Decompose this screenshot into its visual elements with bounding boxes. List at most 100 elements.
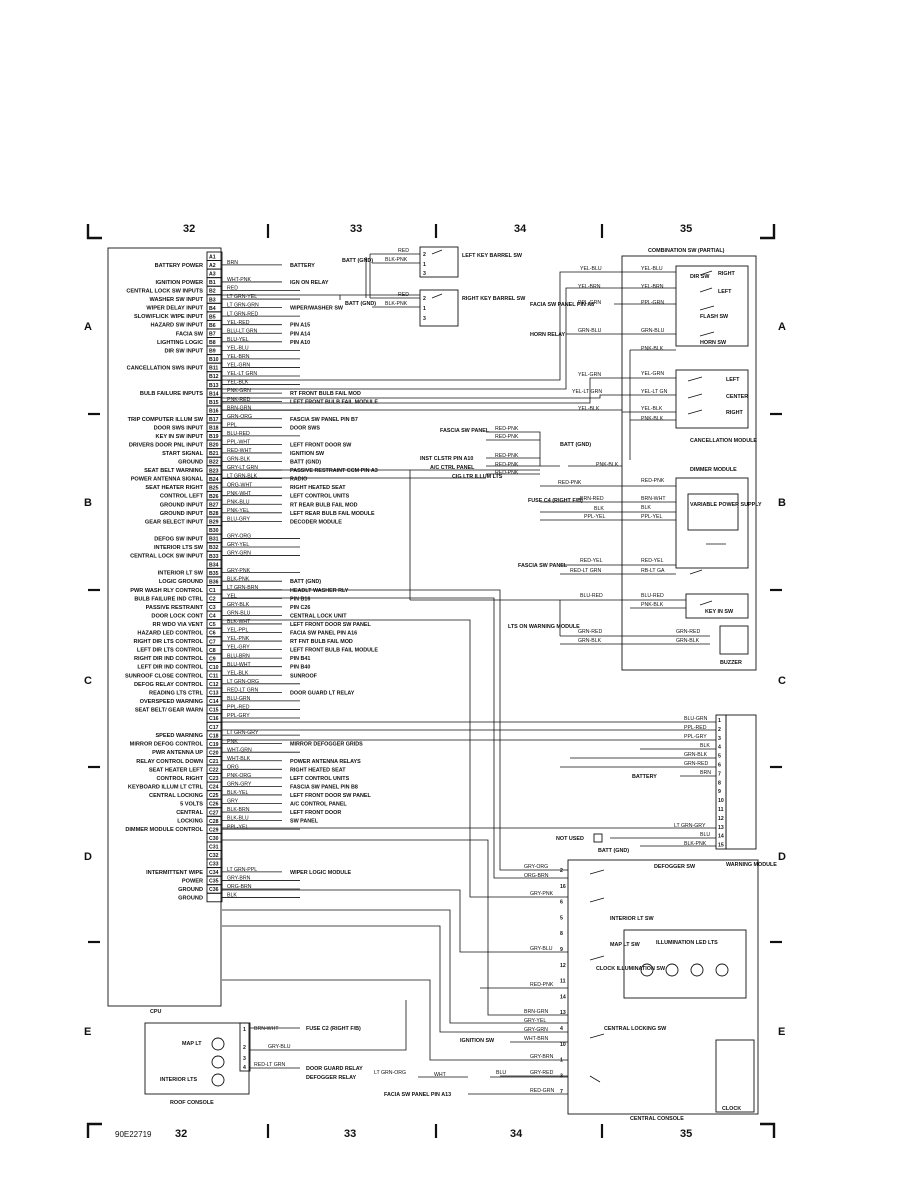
cpu-pin-id-b13: B13 [209,383,219,389]
warning-module-pin-7: 7 [718,771,721,777]
cpu-pin-func-c13: READING LTS CTRL [149,690,204,696]
cpu-pin-func-b8: LIGHTING LOGIC [157,340,203,346]
map-lt-label: MAP LT [182,1041,202,1047]
dim-inner-red-yel: RED-YEL [641,558,664,564]
illum-led-label: ILLUMINATION LED LTS [656,940,718,946]
warn-wire-blk-pnk: BLK-PNK [684,841,707,847]
dim-wire-blk: BLK [594,506,604,512]
cpu-pin-func-c23: CONTROL RIGHT [156,776,203,782]
combination-switch-title: COMBINATION SW (PARTIAL) [648,248,725,254]
warn-wire-blu-grn: BLU-GRN [684,716,708,722]
cpu-pin-dest-b26: LEFT CONTROL UNITS [290,494,350,500]
cpu-pin-id-b25: B25 [209,485,219,491]
cpu-pin-func-b1: IGNITION POWER [155,280,203,286]
cpu-pin-id-b4: B4 [209,306,216,312]
cpu-pin-id-c1: C1 [209,588,216,594]
cpu-pin-id-b33: B33 [209,554,219,560]
flash-sw-label: FLASH SW [700,314,729,320]
cpu-pin-dest-c5: LEFT FRONT DOOR SW PANEL [290,622,371,628]
cpu-pin-dest-b24: RADIO [290,477,307,483]
clock-illum-sw-label: CLOCK ILLUMINATION SW [596,966,666,972]
cpu-pin-func-c5: RR WDO VIA VENT [153,622,204,628]
horn-sw-label: HORN SW [700,340,727,346]
comb-inner-yel-brn: YEL-BRN [641,284,664,290]
cpu-pin-func-c18: SPEED WARNING [155,733,203,739]
comb-wire-yel-brn: YEL-BRN [578,284,601,290]
cpu-wire-color-c7: YEL-PNK [227,636,250,642]
roof-wire-wht: WHT [434,1072,447,1078]
warning-module-pin-2: 2 [718,727,721,733]
cpu-wire-color-b15: PNK-RED [227,397,251,403]
cpu-pin-id-c33: C33 [209,862,219,868]
map-lt-lamp-1 [211,1037,225,1051]
cpu-pin-id-c17: C17 [209,725,219,731]
cpu-pin-dest-b6: PIN A15 [290,323,310,329]
cpu-pin-func-c20: PWR ANTENNA UP [152,750,203,756]
comb-inner-yel-blu: YEL-BLU [641,266,663,272]
dim-inner-red-pnk: RED-PNK [641,478,665,484]
cpu-pin-dest-b8: PIN A10 [290,340,310,346]
cc-wire-red-grn: RED-GRN [530,1088,554,1094]
cpu-wire-color-c1: LT GRN-BRN [227,585,258,591]
cpu-pin-id-c27: C27 [209,810,219,816]
cpu-pin-id-b29: B29 [209,520,219,526]
cc-wire-gry-brn: GRY-BRN [530,1054,554,1060]
cpu-wire-color-b8: BLU-YEL [227,337,249,343]
facia-sw-panel-a8: FACIA SW PANEL PIN A8 [530,302,594,308]
cpu-pin-id-c31: C31 [209,844,219,850]
cpu-pin-dest-b4: WIPER/WASHER SW [290,306,344,312]
cpu-pin-dest-b23: PASSIVE RESTRAINT CCM PIN A3 [290,468,378,474]
dimmer-batt-gnd: BATT (GND) [560,442,591,448]
cpu-wire-color-b19: BLU-RED [227,431,250,437]
cc-wire-org-brn: ORG-BRN [524,873,549,879]
right-label: RIGHT [718,271,735,277]
cpu-pin-func-b3: WASHER SW INPUT [150,297,204,303]
cpu-wire-color-c10: BLU-WHT [227,662,251,668]
cpu-pin-dest-b29: DECODER MODULE [290,519,342,525]
cpu-wire-color-b27: PNK-BLU [227,499,250,505]
left-barrel-wire-blk-pnk: BLK-PNK [385,257,408,263]
cpu-pin-id-a3: A3 [209,272,216,278]
key-in-sw-box [685,593,749,619]
cpu-wire-color-c6: YEL-PPL [227,628,248,634]
cpu-wire-color-b10: YEL-BRN [227,354,250,360]
left-barrel-pin-3: 3 [423,271,426,277]
cpu-pin-id-b19: B19 [209,434,219,440]
central-console-pin-14: 14 [560,994,566,1000]
cpu-pin-id-b21: B21 [209,451,219,457]
cpu-wire-color-b13: YEL-BLK [227,380,249,386]
cpu-wire-color-c12: LT GRN-ORG [227,679,259,685]
cpu-pin-id-b12: B12 [209,374,219,380]
cpu-wire-color-c27: BLK-BRN [227,807,250,813]
row-label-right-e: E [778,1026,785,1038]
cpu-pin-func-b4: WIPER DELAY INPUT [146,306,203,312]
clock-label: CLOCK [722,1106,741,1112]
central-console: CENTRAL CONSOLE CLOCK DEFOGGER SW INTERI… [222,589,759,1122]
left-key-barrel-box [419,246,459,278]
cpu-pin-dest-c19: MIRROR DEFOGGER GRIDS [290,742,363,748]
cpu-pin-func-b2: CENTRAL LOCK SW INPUTS [126,289,203,295]
cpu-pin-id-c14: C14 [209,699,219,705]
cpu-wire-color-c29: PPL-YEL [227,824,248,830]
cpu-wire-color-b26: PNK-WHT [227,491,252,497]
warning-module-pin-12: 12 [718,816,724,822]
cpu-pin-func-b23: SEAT BELT WARNING [144,468,203,474]
cpu-pin-func-c19: MIRROR DEFOG CONTROL [130,742,204,748]
central-console-box [567,859,759,1115]
right-barrel-wire-blk-pnk: BLK-PNK [385,301,408,307]
cpu-pin-dest-b36: BATT (GND) [290,579,321,585]
clock-box [715,1039,755,1113]
dim-wire-blu-red: BLU-RED [580,593,603,599]
cc-wire-red-pnk: RED-PNK [530,982,554,988]
inst-clstr-pin-a10: INST CLSTR PIN A10 [420,456,473,462]
cpu-pin-dest-c6: FACIA SW PANEL PIN A16 [290,631,357,637]
cpu-wire-color-c22: ORG [227,764,239,770]
dim-wire-pnk-blk: PNK-BLK [596,462,619,468]
roof-wire-red-lt-grn: RED-LT GRN [254,1062,285,1068]
warning-module-pin-15: 15 [718,843,724,849]
cpu-wire-color-gnd: BLK [227,893,237,899]
cpu-pin-func-gnd: GROUND [178,896,203,902]
cpu-wire-color-c14: BLU-GRN [227,696,251,702]
cpu-pin-func-a2: BATTERY POWER [155,263,203,269]
cpu-pin-id-c24: C24 [209,785,219,791]
